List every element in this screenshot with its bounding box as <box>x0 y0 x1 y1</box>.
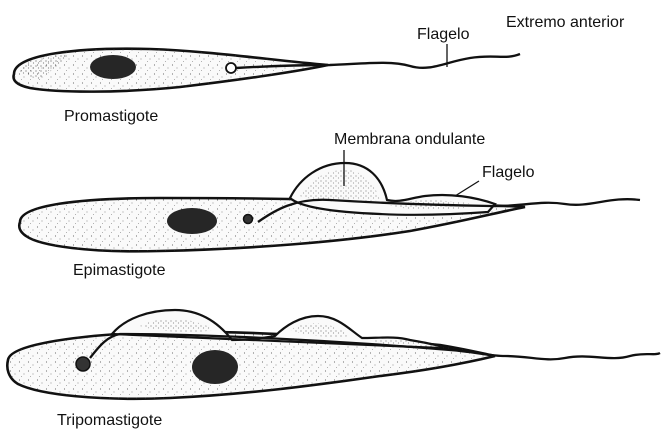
tripomastigote-figure <box>7 310 660 399</box>
epimastigote-nucleus <box>167 208 217 234</box>
epimastigote-kinetoplast <box>244 215 253 224</box>
extremo-anterior-label: Extremo anterior <box>506 14 625 31</box>
membrana-ondulante-label: Membrana ondulante <box>334 131 485 148</box>
epimastigote-label: Epimastigote <box>73 262 166 279</box>
epimastigote-figure <box>19 163 640 251</box>
promastigote-kinetoplast <box>226 63 236 73</box>
promastigote-figure <box>14 49 520 92</box>
tripomastigote-kinetoplast <box>76 357 90 371</box>
tripomastigote-nucleus <box>192 350 238 384</box>
tripomastigote-label: Tripomastigote <box>57 412 162 429</box>
promastigote-label: Promastigote <box>64 108 158 125</box>
flagelo-top-label: Flagelo <box>417 26 470 43</box>
flagelo-mid-label: Flagelo <box>482 164 535 181</box>
promastigote-nucleus <box>90 55 136 79</box>
flagelo-mid-pointer <box>455 181 479 196</box>
